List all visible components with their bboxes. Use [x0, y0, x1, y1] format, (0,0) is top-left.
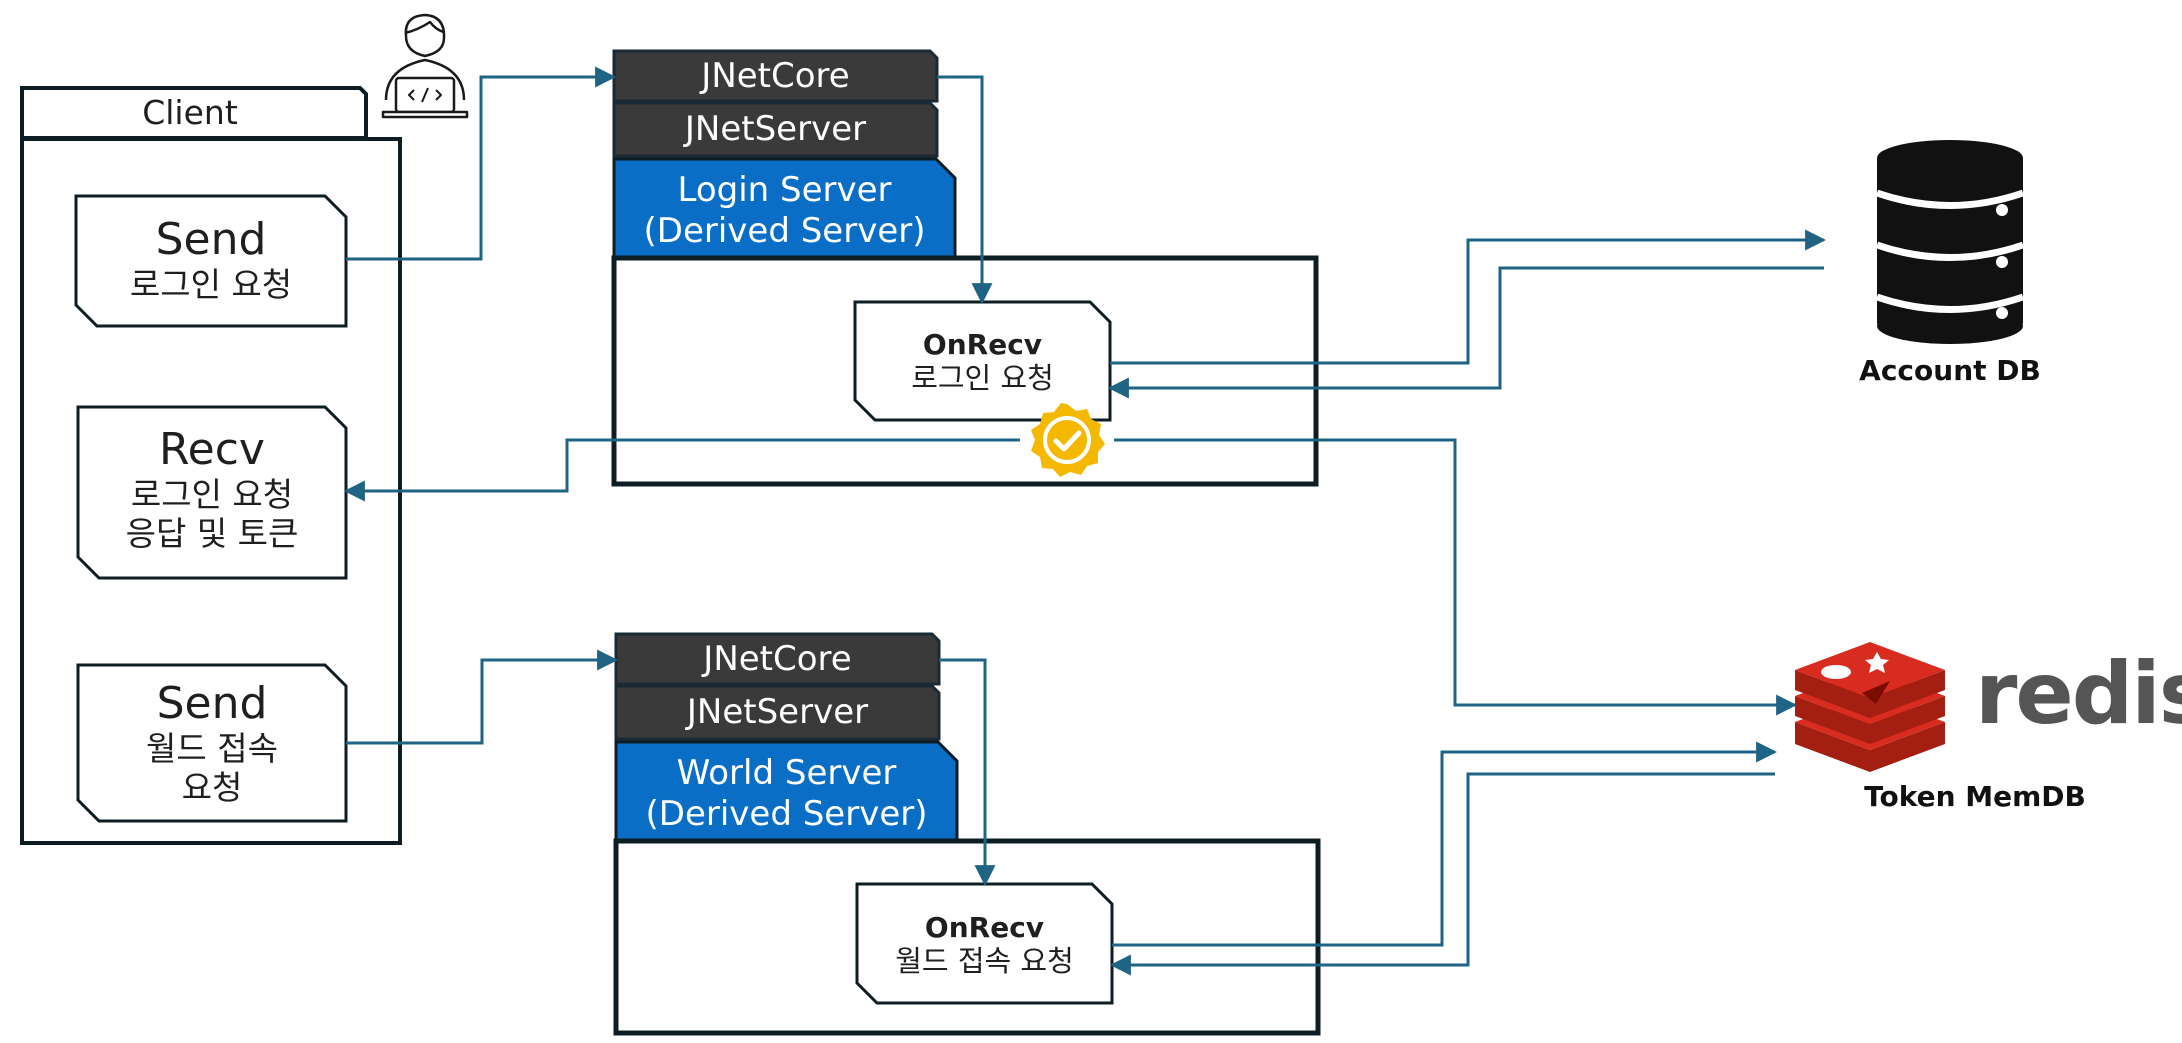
redis-logo-icon: [1795, 642, 1945, 772]
wire-login-to-tokendb: [1114, 438, 1798, 716]
login-jnetserver-bar: [612, 101, 939, 158]
login-jnetcore-bar: [612, 49, 939, 103]
recv-login-desc-2: 응답 및 토큰: [125, 513, 299, 553]
world-onrecv-title: OnRecv: [924, 911, 1045, 944]
client-title: Client: [142, 93, 238, 132]
client-recv-login-box: [76, 405, 348, 580]
client-send-world-box: [76, 663, 348, 823]
client-recv-login-label: Recv 로그인 요청 응답 및 토큰: [78, 424, 346, 554]
login-derived-bar: [612, 157, 957, 260]
login-server-name: Login Server: [677, 170, 892, 210]
recv-login-title: Recv: [159, 424, 265, 475]
send-login-title: Send: [155, 214, 267, 265]
send-world-title: Send: [156, 678, 268, 729]
wire-accountdb-to-login-onrecv: [1107, 266, 1824, 399]
redis-wordmark: redis: [1975, 644, 2182, 744]
wire-jnetcore-to-world-onrecv: [939, 658, 996, 887]
wire-login-response-to-client: [343, 438, 1020, 502]
world-jnetcore-label: JNetCore: [703, 639, 852, 679]
world-onrecv-box: [855, 882, 1114, 1005]
world-jnetserver-bar: [614, 684, 941, 741]
world-onrecv-desc: 월드 접속 요청: [895, 944, 1074, 979]
world-derived-bar: [614, 740, 959, 843]
wire-jnetcore-to-login-onrecv: [937, 75, 993, 305]
login-onrecv-label: OnRecv 로그인 요청: [855, 328, 1110, 395]
recv-login-desc-1: 로그인 요청: [130, 474, 294, 514]
developer-icon: [381, 13, 469, 119]
client-send-login-box: [74, 194, 348, 328]
account-db-caption: Account DB: [1859, 354, 2041, 387]
login-onrecv-box: [853, 300, 1112, 422]
send-login-desc: 로그인 요청: [129, 264, 293, 304]
world-jnetcore-bar: [614, 632, 941, 686]
login-derived-label: Login Server (Derived Server): [614, 170, 955, 252]
client-send-login-label: Send 로그인 요청: [76, 214, 346, 305]
world-jnetserver-label: JNetServer: [686, 692, 869, 732]
login-onrecv-desc: 로그인 요청: [911, 361, 1054, 396]
client-send-world-label: Send 월드 접속 요청: [78, 678, 346, 808]
login-jnetserver-label: JNetServer: [684, 109, 867, 149]
world-onrecv-label: OnRecv 월드 접속 요청: [857, 911, 1112, 978]
verified-badge-icon: [1031, 403, 1105, 477]
send-world-desc-2: 요청: [181, 767, 243, 807]
world-server-name: World Server: [676, 753, 897, 793]
world-derived-label: World Server (Derived Server): [616, 753, 957, 835]
login-onrecv-title: OnRecv: [922, 328, 1043, 361]
wire-login-onrecv-to-accountdb: [1110, 229, 1827, 365]
wire-tokendb-to-world-onrecv: [1109, 772, 1775, 976]
database-icon: [1875, 140, 2025, 344]
wire-send-world-to-jnetcore: [346, 649, 619, 745]
world-derived-note: (Derived Server): [645, 793, 928, 834]
login-derived-note: (Derived Server): [643, 210, 926, 251]
send-world-desc-1: 월드 접속: [146, 728, 278, 768]
wire-send-login-to-jnetcore: [346, 66, 617, 261]
client-tab: [20, 86, 368, 140]
wire-world-onrecv-to-tokendb: [1112, 741, 1778, 947]
login-jnetcore-label: JNetCore: [701, 56, 850, 96]
token-db-caption: Token MemDB: [1864, 780, 2086, 813]
